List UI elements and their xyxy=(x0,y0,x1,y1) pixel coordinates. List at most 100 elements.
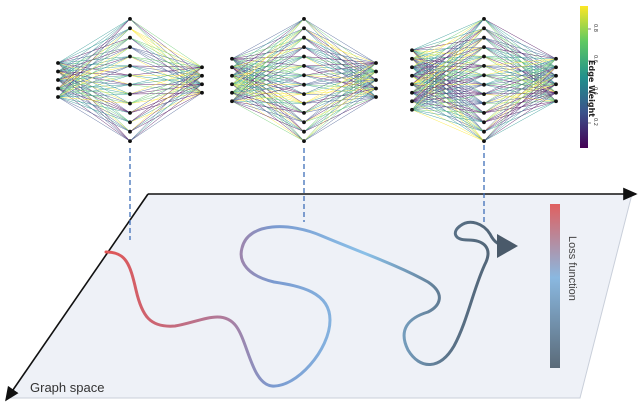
network-edge xyxy=(411,37,485,59)
network-edge xyxy=(303,75,377,89)
network-node xyxy=(410,82,414,87)
network-edge xyxy=(411,67,485,95)
network-node xyxy=(230,90,234,95)
network-edge xyxy=(231,46,305,59)
network-edge xyxy=(303,18,377,64)
network-edge xyxy=(303,62,377,95)
network-edge xyxy=(483,67,557,104)
network-edge xyxy=(231,46,305,85)
network-edge xyxy=(483,75,557,85)
network-node xyxy=(482,17,486,21)
network-edge xyxy=(57,75,131,81)
network-node xyxy=(482,101,486,106)
network-edge xyxy=(57,56,131,98)
network-edge xyxy=(483,58,557,123)
network-node xyxy=(230,56,234,61)
network-edge xyxy=(129,84,203,132)
network-graph xyxy=(410,17,558,144)
network-edge xyxy=(129,84,203,104)
network-edge xyxy=(411,28,485,110)
network-edge xyxy=(303,75,377,98)
network-edge xyxy=(231,75,305,85)
network-edge xyxy=(483,67,557,95)
network-edge xyxy=(483,75,557,114)
network-edge xyxy=(231,46,305,68)
network-edge xyxy=(231,28,305,102)
network-node xyxy=(200,73,204,78)
network-edge xyxy=(303,28,377,64)
network-node xyxy=(482,45,486,49)
network-edge xyxy=(411,101,485,142)
network-edge xyxy=(231,56,305,59)
network-edge xyxy=(303,79,377,95)
network-node xyxy=(128,92,132,96)
network-edge xyxy=(483,101,557,104)
network-edge xyxy=(411,28,485,51)
network-edge xyxy=(231,56,305,68)
network-edge xyxy=(129,84,203,114)
network-edge xyxy=(303,84,377,98)
network-edge xyxy=(303,65,377,89)
network-edge xyxy=(483,75,557,142)
network-edge xyxy=(411,37,485,51)
network-node xyxy=(302,111,306,115)
network-node xyxy=(410,48,414,53)
network-edge xyxy=(231,67,305,85)
network-edge xyxy=(483,28,557,59)
network-edge xyxy=(483,84,557,114)
network-edge xyxy=(303,79,377,142)
network-edge xyxy=(129,67,203,95)
network-node xyxy=(128,54,132,59)
network-edge xyxy=(303,56,377,72)
network-edge xyxy=(231,65,305,85)
network-edge xyxy=(303,62,377,67)
network-edge xyxy=(411,56,485,93)
network-edge xyxy=(231,84,305,95)
network-edge xyxy=(57,37,131,81)
network-edge xyxy=(483,92,557,123)
network-edge xyxy=(57,62,131,95)
network-edge xyxy=(57,56,131,89)
network-edge xyxy=(231,75,305,102)
network-edge xyxy=(303,88,377,114)
network-edge xyxy=(57,18,131,89)
network-edge xyxy=(129,75,203,114)
network-edge xyxy=(411,109,485,123)
y-axis-arrow xyxy=(5,193,149,402)
network-edge xyxy=(411,28,485,68)
network-edge xyxy=(129,28,203,68)
network-edge xyxy=(411,65,485,68)
network-node xyxy=(302,120,306,125)
network-edge xyxy=(483,37,557,68)
network-edge xyxy=(303,62,377,142)
network-node xyxy=(302,35,306,40)
network-edge xyxy=(411,92,485,95)
network-edge xyxy=(303,62,377,132)
network-edge xyxy=(483,101,557,142)
network-edge xyxy=(129,75,203,85)
network-edge xyxy=(411,37,485,102)
network-edge xyxy=(231,18,305,93)
network-edge xyxy=(231,101,305,142)
network-edge xyxy=(303,88,377,132)
network-edge xyxy=(483,37,557,59)
network-edge xyxy=(411,37,485,85)
network-edge xyxy=(411,75,485,102)
network-edge xyxy=(411,101,485,132)
network-edge xyxy=(231,28,305,59)
network-edge xyxy=(411,37,485,110)
network-edge xyxy=(411,75,485,85)
network-edge xyxy=(231,46,305,93)
network-edge xyxy=(231,28,305,85)
network-edge xyxy=(483,56,557,59)
network-node xyxy=(374,61,378,65)
network-node xyxy=(128,17,132,21)
network-edge xyxy=(411,46,485,110)
network-edge xyxy=(57,46,131,89)
network-edge xyxy=(303,79,377,85)
network-edge xyxy=(57,62,131,85)
network-node xyxy=(128,35,132,40)
network-edge xyxy=(303,65,377,98)
network-node xyxy=(128,26,132,31)
network-edge xyxy=(231,46,305,102)
